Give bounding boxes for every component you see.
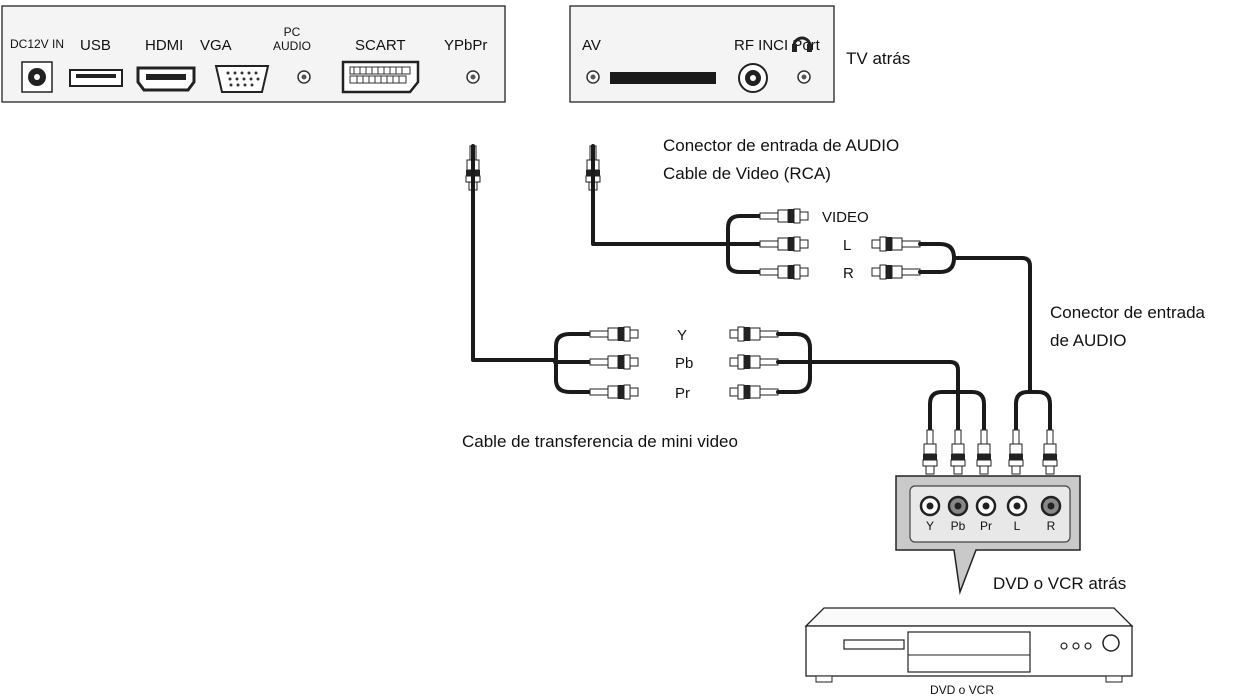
dvd-plug-r xyxy=(1042,429,1058,475)
av-cable xyxy=(585,144,728,246)
av-cable-caption-1: Conector de entrada de AUDIO xyxy=(663,136,899,155)
dc-jack-icon xyxy=(21,61,53,93)
ypbpr-jack-icon xyxy=(466,70,480,84)
dvd-jack-pb xyxy=(947,495,969,517)
port-label-hdmi: HDMI xyxy=(145,37,183,54)
dvd-jack-pr xyxy=(975,495,997,517)
rca-label-l: L xyxy=(843,237,851,254)
audio-connector-caption-2: de AUDIO xyxy=(1050,331,1127,350)
av-rca-cable-bundle: VIDEO L R xyxy=(724,208,1032,392)
tv-back-label: TV atrás xyxy=(846,49,910,68)
dvd-jack-l xyxy=(1006,495,1028,517)
av-cable-caption-2: Cable de Video (RCA) xyxy=(663,164,831,183)
dvd-jack-label-pr: Pr xyxy=(980,519,992,533)
plug-r-right xyxy=(871,264,921,280)
hdmi-port-icon xyxy=(136,66,196,92)
component-label-pb: Pb xyxy=(675,355,693,372)
tv-panel-right-frame xyxy=(569,5,835,103)
component-label-pr: Pr xyxy=(675,385,690,402)
power-button-icon xyxy=(1102,634,1120,652)
scart-port-icon xyxy=(341,60,420,94)
plug-l-left xyxy=(759,236,809,252)
front-display-icon xyxy=(907,631,1031,673)
pc-audio-jack-icon xyxy=(297,70,311,84)
plug-r-left xyxy=(759,264,809,280)
port-label-scart: SCART xyxy=(355,37,406,54)
component-cable-bundle: Y Pb Pr xyxy=(553,326,960,432)
dvd-player-label: DVD o VCR xyxy=(930,683,994,697)
ypbpr-cable xyxy=(465,144,557,362)
plug-pb-right xyxy=(729,354,779,370)
port-label-vga: VGA xyxy=(200,37,232,54)
rca-label-video: VIDEO xyxy=(822,209,869,226)
audio-connector-caption-1: Conector de entrada xyxy=(1050,303,1206,322)
port-label-av: AV xyxy=(582,37,601,54)
dvd-input-cables xyxy=(922,390,1058,475)
rca-label-r: R xyxy=(843,265,854,282)
dvd-jack-r xyxy=(1040,495,1062,517)
plug-y-right xyxy=(729,326,779,342)
port-label-audio: AUDIO xyxy=(273,39,311,53)
dvd-jack-label-r: R xyxy=(1047,519,1056,533)
plug-video-left xyxy=(759,208,809,224)
plug-pr-left xyxy=(589,384,639,400)
port-label-pc: PC xyxy=(284,25,301,39)
headphone-icon xyxy=(792,36,812,52)
disc-tray-icon xyxy=(843,639,905,650)
tv-back-panel-right: AV RF INCI Port xyxy=(569,5,835,103)
port-label-usb: USB xyxy=(80,37,111,54)
port-label-ypbpr: YPbPr xyxy=(444,37,487,54)
tv-back-panel-left: DC12V IN USB HDMI VGA PC AUDIO SCART YPb… xyxy=(1,5,506,103)
headphone-jack-icon xyxy=(797,70,811,84)
dvd-plug-y xyxy=(922,429,938,475)
component-cable-caption: Cable de transferencia de mini video xyxy=(462,432,738,451)
dvd-jack-label-l: L xyxy=(1014,519,1021,533)
dvd-jack-label-y: Y xyxy=(926,519,934,533)
plug-pr-right xyxy=(729,384,779,400)
plug-pb-left xyxy=(589,354,639,370)
plug-y-left xyxy=(589,326,639,342)
dvd-plug-pr xyxy=(976,429,992,475)
plug-l-right xyxy=(871,236,921,252)
component-label-y: Y xyxy=(677,327,687,344)
dvd-player-illustration: DVD o VCR xyxy=(804,607,1134,697)
dvd-plug-l xyxy=(1008,429,1024,475)
dvd-back-label: DVD o VCR atrás xyxy=(993,574,1126,593)
dvd-jack-y xyxy=(919,495,941,517)
port-label-rf: RF INCI Port xyxy=(734,37,821,54)
dvd-jack-label-pb: Pb xyxy=(951,519,966,533)
rf-connector-icon xyxy=(738,63,768,93)
dvd-back-panel: Y Pb Pr L R xyxy=(895,475,1081,595)
vga-port-icon xyxy=(214,65,270,93)
dvd-plug-pb xyxy=(950,429,966,475)
av-jack-icon xyxy=(586,70,600,84)
usb-port-icon xyxy=(69,69,123,87)
port-label-dc: DC12V IN xyxy=(10,37,64,51)
card-slot-icon xyxy=(610,72,716,84)
